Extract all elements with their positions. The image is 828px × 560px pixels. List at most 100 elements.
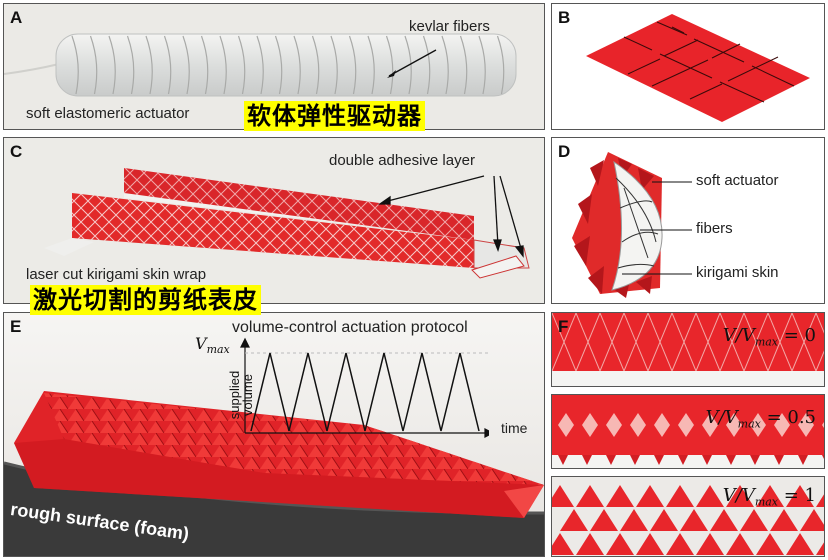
protruding-scale xyxy=(630,455,640,465)
popped-scale xyxy=(710,509,738,531)
popped-scale xyxy=(552,485,574,507)
kevlar-fiber-coil xyxy=(293,35,301,95)
kevlar-fiber-coil xyxy=(441,35,449,95)
soft-actuator-text: soft actuator xyxy=(696,172,779,189)
popped-scale xyxy=(816,542,824,555)
kevlar-fiber-coil xyxy=(348,35,357,95)
adhesive-layer-label: double adhesive layer xyxy=(329,152,475,169)
panel-a-label: A xyxy=(10,8,23,27)
kevlar-fiber-coil xyxy=(256,35,264,95)
opened-cut xyxy=(630,413,646,437)
kevlar-fiber-coil xyxy=(422,35,431,95)
popped-scale xyxy=(680,509,708,531)
kirigami-skin-text: kirigami skin xyxy=(696,264,779,281)
kevlar-fiber-coil xyxy=(237,35,246,95)
popped-scale xyxy=(726,485,754,507)
opened-cut xyxy=(798,413,814,437)
panel-f-label: F xyxy=(558,317,569,336)
kirigami-cut-line xyxy=(623,313,649,372)
kirigami-sheet-diagram xyxy=(586,14,810,122)
kirigami-cut-line xyxy=(671,313,697,372)
kevlar-fiber-coil xyxy=(126,35,135,95)
kevlar-fiber-coil xyxy=(311,35,320,95)
panel-b: B xyxy=(551,3,825,130)
kevlar-fiber-coil xyxy=(71,35,79,95)
kevlar-fiber-coil xyxy=(330,35,338,95)
popped-scale xyxy=(552,533,574,555)
kevlar-fiber-coil xyxy=(274,35,283,95)
kevlar-fiber-coil xyxy=(182,35,190,95)
kevlar-fiber-coil xyxy=(145,35,153,95)
opened-cut xyxy=(678,413,694,437)
protocol-title: volume-control actuation protocol xyxy=(232,319,468,336)
popped-scale xyxy=(786,485,814,507)
ymax-label: Vmax xyxy=(195,335,231,356)
panel-e-label: E xyxy=(10,317,22,336)
popped-scale xyxy=(786,533,814,555)
skin-wrap-photo xyxy=(4,138,544,303)
cross-section-diagram xyxy=(572,152,692,298)
kevlar-fiber-coil xyxy=(478,35,486,95)
f-row-2: V/Vmax = 1 xyxy=(551,476,825,557)
kirigami-cut-line xyxy=(767,313,793,372)
kirigami-cut-line xyxy=(695,313,721,372)
f-row-1-formula: V/Vmax = 0.5 xyxy=(705,407,816,431)
opened-cut xyxy=(558,413,574,437)
popped-scale xyxy=(636,485,664,507)
time-label: time xyxy=(501,420,528,436)
opened-cut xyxy=(702,413,718,437)
kevlar-fiber-coil xyxy=(385,35,394,95)
protruding-scale xyxy=(654,455,664,465)
kirigami-cut-line xyxy=(743,313,769,372)
popped-scale xyxy=(636,533,664,555)
f-row-2-formula: V/Vmax = 1 xyxy=(722,485,816,509)
protruding-scale xyxy=(582,455,592,465)
kirigami-cut-line xyxy=(552,313,577,372)
panel-a: A kevlar fibers soft elastomeric actuato… xyxy=(3,3,545,130)
kevlar-fiber-coil xyxy=(367,35,375,95)
kirigami-cut-line xyxy=(719,313,745,372)
protruding-scale xyxy=(798,455,808,465)
opened-cut xyxy=(774,413,790,437)
ylabel-volume: volume xyxy=(240,374,255,416)
protruding-scale xyxy=(702,455,712,465)
popped-scale xyxy=(756,485,784,507)
popped-scale xyxy=(606,485,634,507)
kevlar-fiber-coil xyxy=(219,35,227,95)
protruding-scale xyxy=(822,455,824,459)
popped-scale xyxy=(560,509,588,531)
cn-caption-c: 激光切割的剪纸表皮 xyxy=(30,285,261,315)
panel-d: D soft actuator fibers xyxy=(551,137,825,304)
protruding-scale xyxy=(678,455,688,465)
popped-scale xyxy=(770,509,798,531)
f-row-1: V/Vmax = 0.5 xyxy=(551,394,825,469)
popped-scale xyxy=(816,494,824,507)
protocol-triangle-wave xyxy=(250,352,480,432)
protocol-series xyxy=(245,352,489,432)
popped-scale xyxy=(576,485,604,507)
popped-scale xyxy=(696,485,724,507)
protruding-scale xyxy=(726,455,736,465)
cn-caption-a: 软体弹性驱动器 xyxy=(244,101,425,131)
kirigami-cut-line xyxy=(815,313,824,372)
ylabel-supplied: supplied xyxy=(227,371,242,419)
opened-cut xyxy=(822,422,824,428)
f-row-0-texture xyxy=(552,313,824,386)
f-row-2-texture xyxy=(552,477,824,556)
popped-scale xyxy=(606,533,634,555)
popped-scale xyxy=(726,533,754,555)
protocol-axes xyxy=(240,337,489,438)
popped-scale xyxy=(696,533,724,555)
protruding-scale xyxy=(606,455,616,465)
opened-cut xyxy=(750,413,766,437)
popped-scale xyxy=(666,533,694,555)
protruding-scale xyxy=(558,455,568,465)
popped-scale xyxy=(800,509,824,531)
panel-c: C double adhesive layer laser cut k xyxy=(3,137,545,304)
f-row-1-texture xyxy=(552,413,824,468)
kirigami-cut-line xyxy=(599,313,625,372)
kirigami-skin-wrap-label: laser cut kirigami skin wrap xyxy=(26,266,207,283)
protruding-scale xyxy=(774,455,784,465)
kevlar-fiber-coil xyxy=(89,35,98,95)
f-row-0: F V/Vmax = 0 xyxy=(551,312,825,387)
